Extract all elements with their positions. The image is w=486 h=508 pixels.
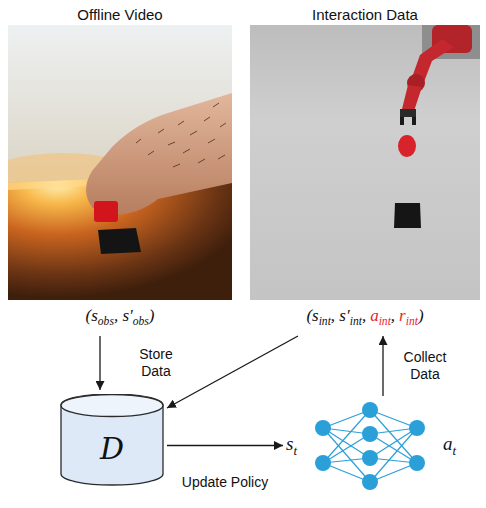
tuple-symbol: , s′: [114, 306, 133, 325]
network-neuron: [362, 426, 378, 442]
image-area: [8, 25, 232, 300]
network-neuron: [362, 402, 378, 418]
subscript: t: [453, 442, 457, 457]
symbol: a: [443, 433, 453, 454]
tuple-symbol: (s: [86, 306, 98, 325]
edge-label: Collect Data: [395, 349, 455, 383]
network-neuron: [315, 455, 331, 471]
tuple-symbol: a: [370, 306, 379, 325]
target-square: [98, 228, 141, 254]
interaction-data-panel: Interaction Data(sint, s′int,aint,rint): [250, 4, 480, 333]
tuple-symbol: (s: [306, 306, 318, 325]
subscript: t: [293, 442, 297, 457]
cylinder-top: [61, 395, 163, 417]
subscript: obs: [133, 315, 149, 328]
dataset-symbol: D: [100, 431, 124, 466]
network-neuron: [315, 420, 331, 436]
tuple-symbol: ): [418, 306, 424, 325]
symbol: s: [286, 433, 293, 454]
flow-arrow: [167, 336, 298, 408]
edge-label: Store Data: [128, 346, 184, 380]
neural-network: [311, 398, 429, 493]
panel-heading: Offline Video: [8, 4, 232, 25]
target-square: [394, 203, 421, 228]
transition-tuple: (sobs, s′obs): [8, 305, 232, 333]
flow-arrow: [99, 336, 100, 390]
network-neuron: [362, 474, 378, 490]
human-arm: [86, 93, 232, 215]
tuple-symbol: ,: [391, 306, 395, 325]
state-symbol: st: [286, 433, 297, 459]
red-block: [94, 201, 118, 222]
offline-video-panel: Offline Video(sobs, s′obs): [8, 4, 232, 333]
edge-label: Update Policy: [180, 474, 270, 491]
subscript: int: [406, 315, 418, 328]
subscript: int: [319, 315, 331, 328]
robot-arm: [400, 25, 472, 125]
tuple-symbol: , s′: [331, 306, 350, 325]
policy-network: stat: [286, 398, 456, 493]
arm-hair: [136, 103, 226, 167]
transition-tuple: (sint, s′int,aint,rint): [250, 305, 480, 333]
offline-video-photo: [8, 25, 232, 300]
subscript: int: [350, 315, 362, 328]
dataset-cylinder: D: [60, 394, 164, 486]
panel-heading: Interaction Data: [250, 4, 480, 25]
subscript: obs: [98, 315, 114, 328]
flow-arrow: [167, 445, 283, 446]
red-object: [398, 135, 416, 157]
interaction-sim-image: [250, 25, 480, 300]
tuple-symbol: r: [399, 306, 406, 325]
tuple-symbol: ,: [362, 306, 366, 325]
tuple-symbol: ): [149, 306, 155, 325]
cylinder-body: [61, 394, 163, 485]
sim-floor: [250, 25, 480, 300]
image-area: [250, 25, 480, 300]
subscript: int: [379, 315, 391, 328]
flow-arrow: [382, 336, 383, 396]
network-neuron: [409, 455, 425, 471]
action-symbol: at: [443, 433, 456, 459]
network-neuron: [409, 420, 425, 436]
network-neuron: [362, 450, 378, 466]
